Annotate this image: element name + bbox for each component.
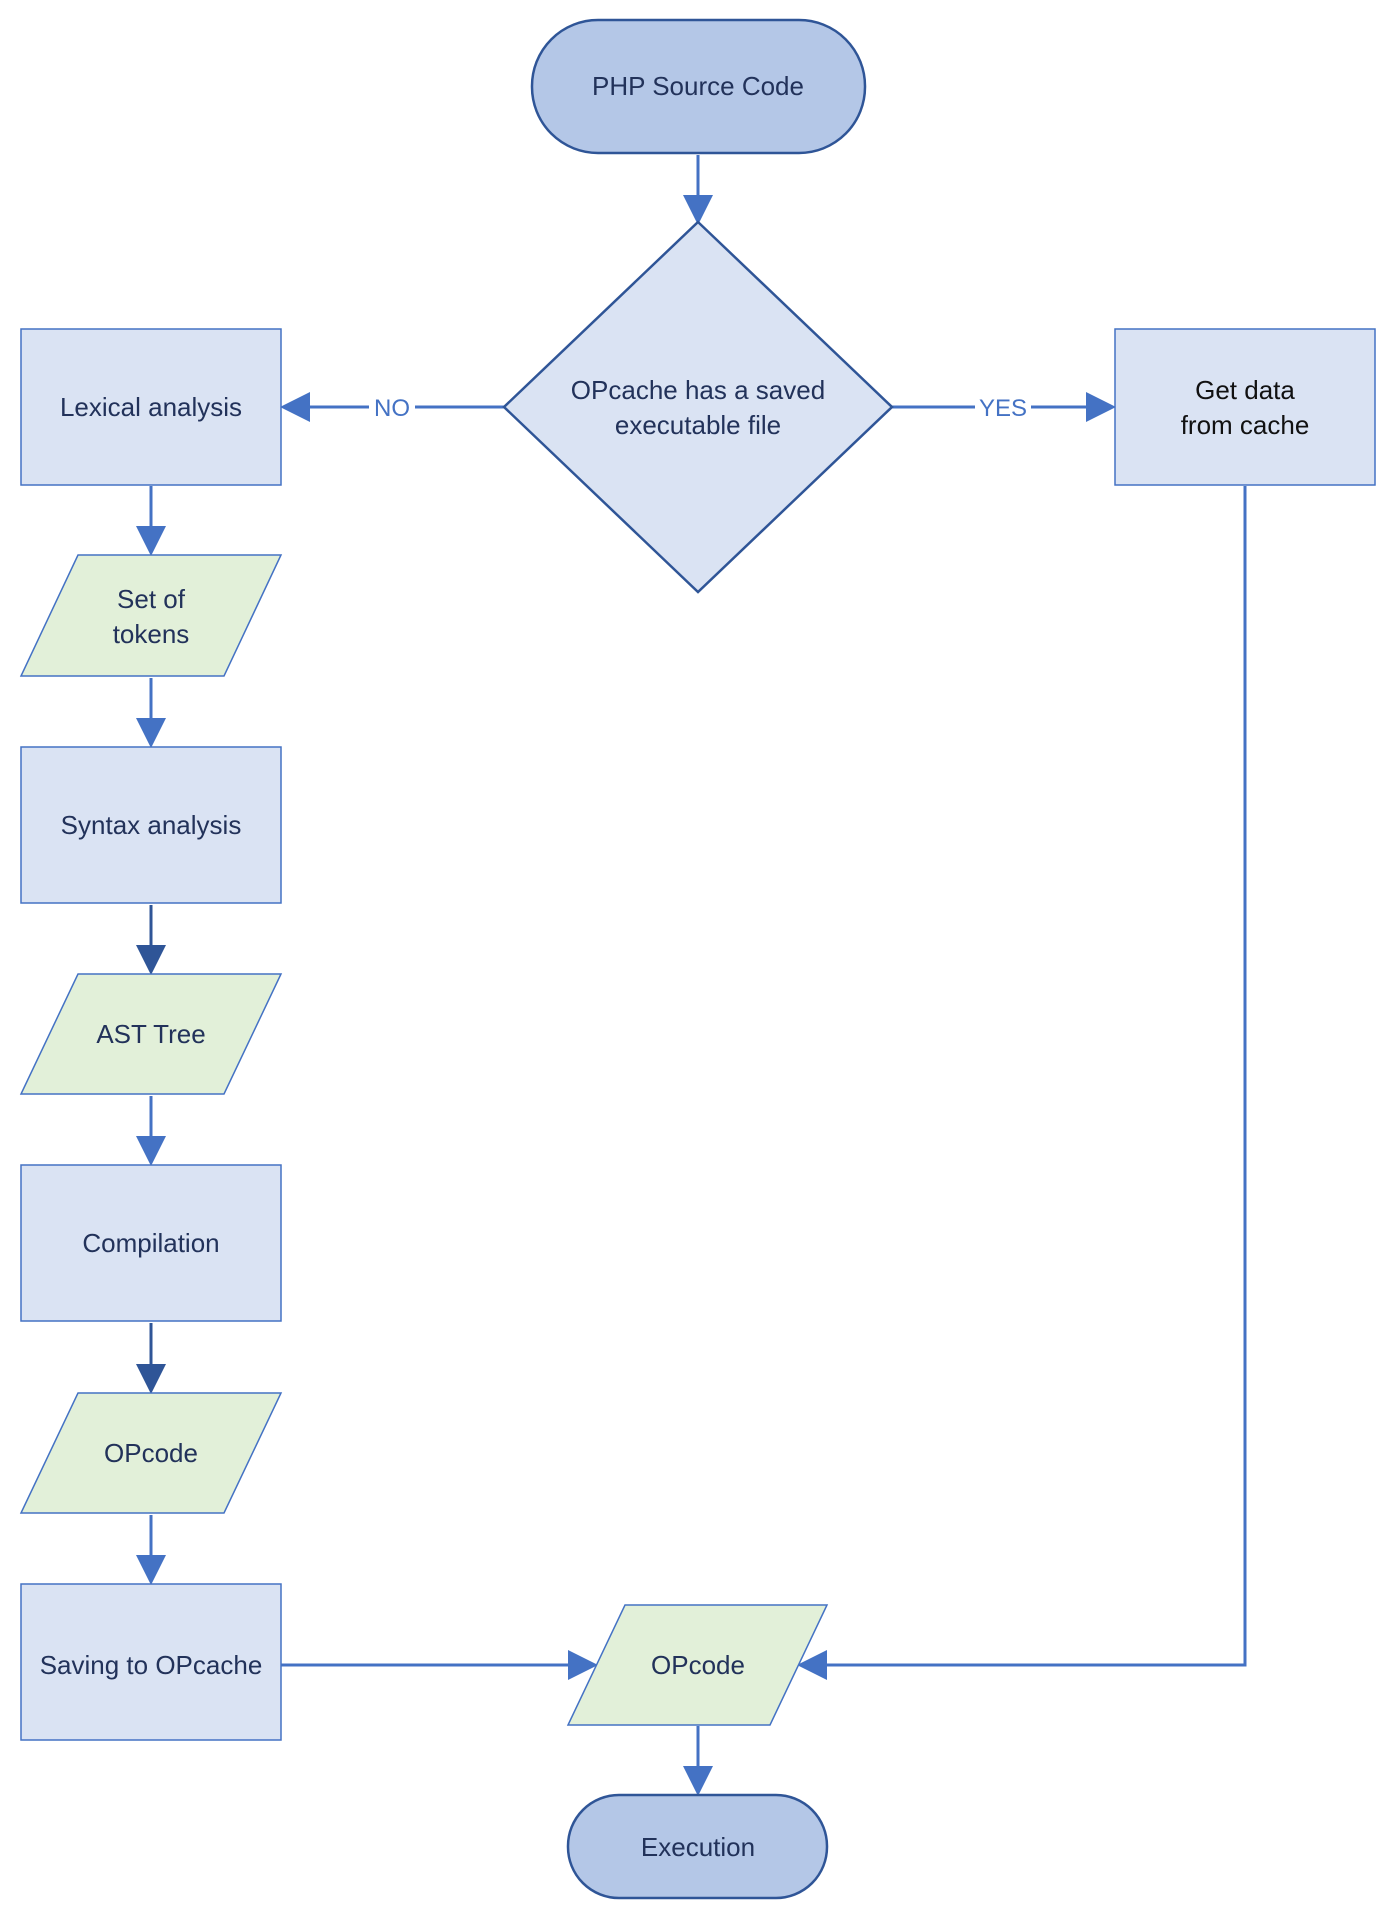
node-label: Lexical analysis xyxy=(60,392,242,422)
node-get-data-from-cache: Get data from cache xyxy=(1114,328,1376,486)
node-label: PHP Source Code xyxy=(592,71,804,101)
node-ast-tree: AST Tree xyxy=(19,973,283,1095)
node-label: Saving to OPcache xyxy=(40,1650,263,1680)
node-label: Syntax analysis xyxy=(61,810,242,840)
node-label-line-1: Set of xyxy=(117,584,186,614)
decision-shape xyxy=(502,220,894,594)
node-saving-to-opcache: Saving to OPcache xyxy=(20,1583,282,1741)
node-label: Compilation xyxy=(82,1228,219,1258)
data-shape xyxy=(19,973,283,1095)
terminal-shape xyxy=(530,18,867,155)
node-execution: Execution xyxy=(566,1793,829,1900)
node-opcode-center: OPcode xyxy=(566,1604,829,1726)
terminal-shape xyxy=(566,1793,829,1900)
node-compilation: Compilation xyxy=(20,1164,282,1322)
edge-label-yes: YES xyxy=(979,395,1027,422)
node-label-line-2: from cache xyxy=(1181,410,1310,440)
process-shape xyxy=(1114,328,1376,486)
yes-label-background xyxy=(975,393,1031,421)
node-opcode-left: OPcode xyxy=(19,1392,283,1514)
node-label: OPcode xyxy=(104,1438,198,1468)
node-label: OPcode xyxy=(651,1650,745,1680)
node-label: Execution xyxy=(641,1832,755,1862)
node-set-of-tokens: Set of tokens xyxy=(19,554,283,677)
data-shape xyxy=(19,1392,283,1514)
node-syntax-analysis: Syntax analysis xyxy=(20,746,282,904)
process-shape xyxy=(20,328,282,486)
node-label-line-1: OPcache has a saved xyxy=(571,375,825,405)
node-label-line-2: executable file xyxy=(615,410,781,440)
data-shape xyxy=(19,554,283,677)
no-label-background xyxy=(369,393,415,421)
process-shape xyxy=(20,1164,282,1322)
edge-cache-to-opcode xyxy=(797,486,1247,1680)
node-label: AST Tree xyxy=(96,1019,205,1049)
edge-label-no: NO xyxy=(374,395,410,422)
nodes: PHP Source Code OPcache has a saved exec… xyxy=(19,18,1376,1900)
process-shape xyxy=(20,1583,282,1741)
node-label-line-2: tokens xyxy=(113,619,190,649)
process-shape xyxy=(20,746,282,904)
node-decision-opcache: OPcache has a saved executable file xyxy=(502,220,894,594)
data-shape xyxy=(566,1604,829,1726)
node-lexical-analysis: Lexical analysis xyxy=(20,328,282,486)
node-php-source-code: PHP Source Code xyxy=(530,18,867,155)
node-label-line-1: Get data xyxy=(1195,375,1295,405)
edges: NO YES xyxy=(136,155,1247,1796)
